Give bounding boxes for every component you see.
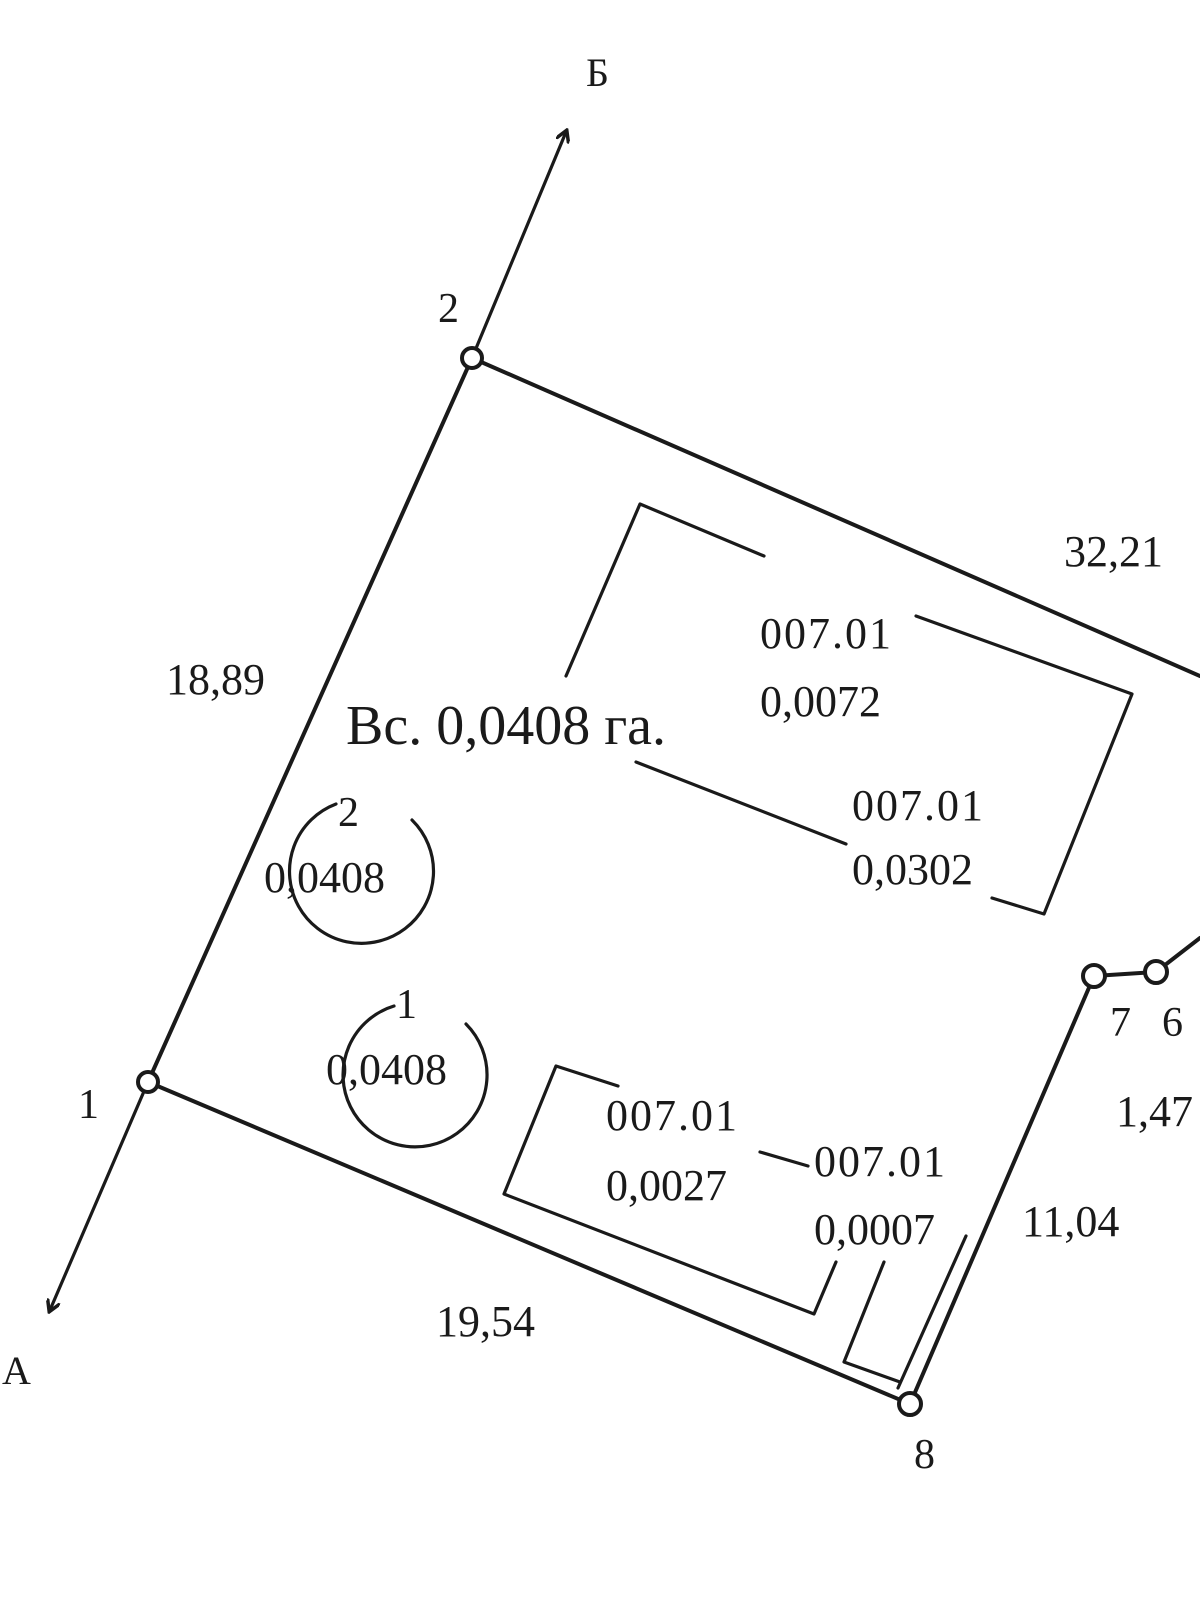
- boundary-1-8: [146, 1080, 912, 1406]
- dimension-side-1-8: 19,54: [436, 1297, 535, 1346]
- building-3-area: 0,0027: [606, 1161, 727, 1210]
- point-label-2: 2: [438, 286, 459, 332]
- building-3-code: 007.01: [606, 1091, 739, 1140]
- boundary-inner-strip: [896, 1234, 968, 1390]
- dimension-side-2-3: 32,21: [1064, 527, 1163, 576]
- building-2-code: 007.01: [852, 781, 985, 830]
- parcel-1-number: 1: [396, 982, 417, 1028]
- parcel-2-circle: [287, 802, 436, 945]
- point-1-marker: [136, 1070, 160, 1094]
- point-label-6: 6: [1162, 1000, 1183, 1046]
- building-1-code: 007.01: [760, 609, 893, 658]
- boundary-1-2: [146, 356, 474, 1084]
- building-2-area: 0,0302: [852, 845, 973, 894]
- building-upper-outline-right: [914, 614, 1134, 916]
- building-4-code: 007.01: [814, 1137, 947, 1186]
- dimension-side-7-8: 11,04: [1022, 1197, 1119, 1246]
- building-lower-link: [758, 1150, 810, 1168]
- parcel-2-number: 2: [338, 790, 359, 836]
- point-label-1: 1: [78, 1082, 99, 1128]
- building-lower-outline: [502, 1064, 838, 1316]
- building-1-area: 0,0072: [760, 677, 881, 726]
- building-small-outline: [842, 1260, 902, 1384]
- direction-axis-to-a: [50, 1080, 150, 1310]
- direction-label-a: А: [2, 1348, 31, 1393]
- boundary-2-3: [470, 356, 1200, 678]
- building-upper-outline: [564, 502, 766, 678]
- dimension-side-6-7: 1,47: [1116, 1087, 1193, 1136]
- point-7-marker: [1081, 963, 1107, 989]
- point-label-7: 7: [1110, 1000, 1131, 1046]
- parcel-1-circle: [341, 1004, 489, 1149]
- dimension-side-1-2: 18,89: [166, 655, 265, 704]
- point-6-marker: [1143, 959, 1169, 985]
- point-2-marker: [460, 346, 484, 370]
- direction-label-b: Б: [586, 50, 609, 95]
- building-upper-partition: [634, 760, 848, 846]
- total-area-label: Вс. 0,0408 га.: [346, 695, 666, 757]
- parcel-2-area: 0,0408: [264, 853, 385, 902]
- parcel-1-area: 0,0408: [326, 1045, 447, 1094]
- point-label-8: 8: [914, 1432, 935, 1478]
- point-8-marker: [897, 1391, 923, 1417]
- direction-axis-to-b: [470, 132, 566, 360]
- building-4-area: 0,0007: [814, 1205, 935, 1254]
- boundary-8-7: [908, 974, 1096, 1406]
